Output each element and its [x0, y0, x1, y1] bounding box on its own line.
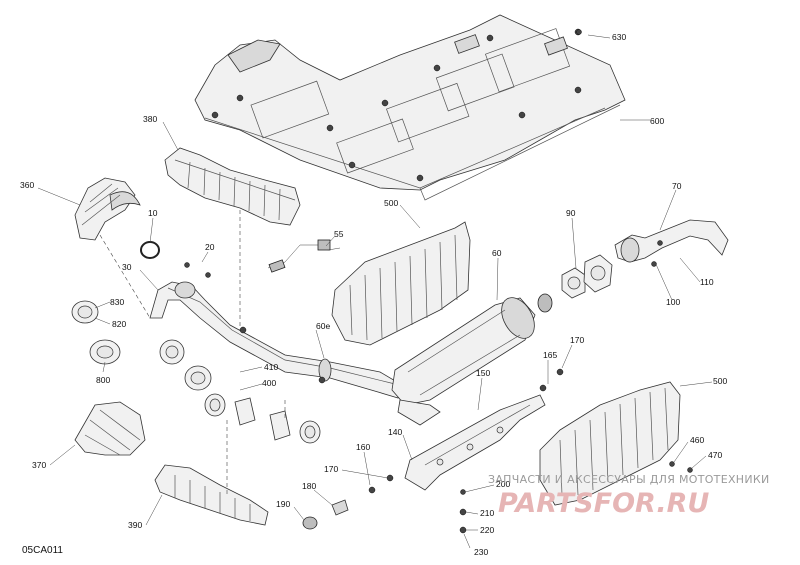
callout-170-bottom: 170	[324, 464, 338, 474]
callout-500-bottom: 500	[713, 376, 727, 386]
watermark-tagline: ЗАПЧАСТИ И АКСЕССУАРЫ ДЛЯ МОТОТЕХНИКИ	[488, 473, 770, 486]
clamp-410-c	[204, 393, 226, 417]
callout-180: 180	[302, 481, 316, 491]
callout-220: 220	[480, 525, 494, 535]
callout-800: 800	[96, 375, 110, 385]
callout-200: 200	[496, 479, 510, 489]
callout-230: 230	[474, 547, 488, 557]
clamp-800	[89, 339, 121, 365]
callout-60e: 60e	[316, 321, 330, 331]
clamp-410-d	[299, 420, 321, 444]
clamp-410-b	[184, 365, 212, 391]
callout-210: 210	[480, 508, 494, 518]
assembly-lines	[99, 210, 286, 495]
hardware-bolts	[184, 29, 693, 534]
callout-20: 20	[205, 242, 215, 252]
callout-60: 60	[492, 248, 502, 258]
callout-labels: 630 600 380 360 10 20 30 55 500 60 90 70…	[20, 32, 727, 557]
bracket-150	[404, 394, 546, 491]
heat-shield-500-top	[331, 221, 471, 346]
watermark-brand: PARTSFOR.RU	[498, 488, 709, 519]
sensor-55	[267, 239, 341, 273]
callout-170-right: 170	[570, 335, 584, 345]
muffler-60	[391, 293, 553, 426]
heat-shield-390	[154, 464, 269, 526]
callout-140: 140	[388, 427, 402, 437]
callout-820: 820	[112, 319, 126, 329]
heat-shield-370	[74, 401, 146, 456]
leader-lines	[37, 34, 713, 549]
skid-plate	[194, 14, 626, 201]
callout-110: 110	[700, 277, 714, 287]
figure-id: 05CA011	[22, 545, 63, 556]
callout-100: 100	[666, 297, 680, 307]
callout-600: 600	[650, 116, 664, 126]
callout-830: 830	[110, 297, 124, 307]
gasket-10	[140, 241, 160, 259]
callout-460: 460	[690, 435, 704, 445]
callout-30: 30	[122, 262, 132, 272]
clamp-830	[71, 300, 99, 324]
heat-shield-500-bottom	[539, 381, 681, 506]
callout-10: 10	[148, 208, 158, 218]
callout-160: 160	[356, 442, 370, 452]
heat-shield-360	[74, 177, 141, 241]
bracket-400	[234, 397, 291, 441]
watermark: ЗАПЧАСТИ И АКСЕССУАРЫ ДЛЯ МОТОТЕХНИКИ PA…	[488, 473, 770, 519]
callout-380: 380	[143, 114, 157, 124]
gasket-90	[561, 254, 613, 299]
callout-630: 630	[612, 32, 626, 42]
callout-370: 370	[32, 460, 46, 470]
clamp-410-a	[159, 339, 185, 365]
callout-165: 165	[543, 350, 557, 360]
heat-shield-380	[164, 147, 301, 226]
callout-90: 90	[566, 208, 576, 218]
callout-390: 390	[128, 520, 142, 530]
callout-470: 470	[708, 450, 722, 460]
callout-55: 55	[334, 229, 344, 239]
callout-500-top: 500	[384, 198, 398, 208]
callout-400: 400	[262, 378, 276, 388]
callout-150: 150	[476, 368, 490, 378]
callout-190: 190	[276, 499, 290, 509]
callout-360: 360	[20, 180, 34, 190]
callout-410: 410	[264, 362, 278, 372]
callout-70: 70	[672, 181, 682, 191]
tail-pipe-70	[614, 219, 729, 263]
